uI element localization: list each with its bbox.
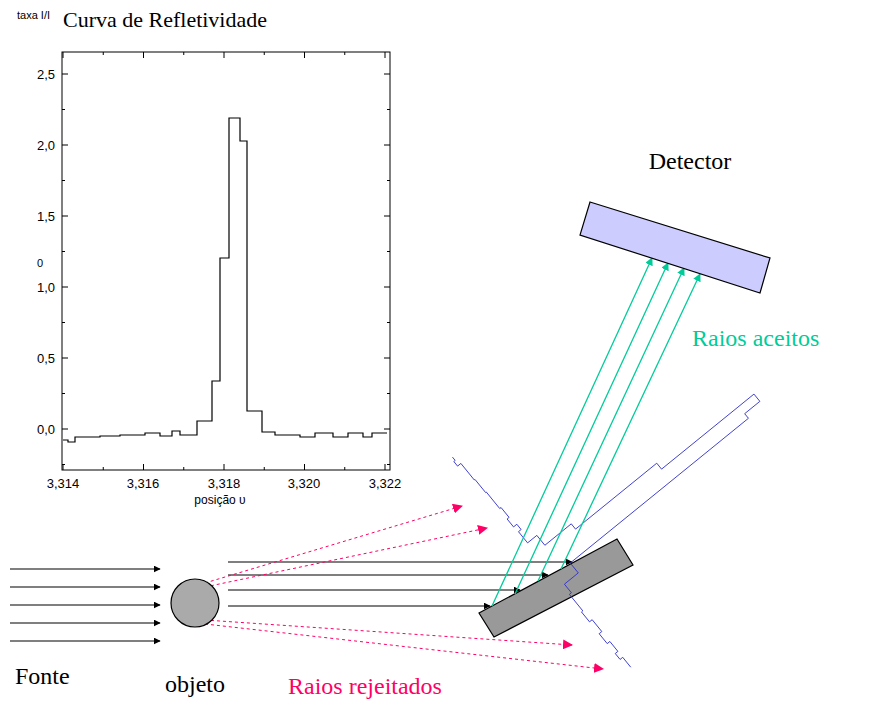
analyzer-crystal [479,539,633,637]
axis-ticks [62,52,390,470]
tick-mark [62,358,68,359]
tick-mark [385,52,386,58]
tick-mark [62,216,68,217]
tick-label: 3,320 [288,477,321,490]
tick-mark [387,464,390,465]
tick-mark [103,467,104,470]
tick-mark [344,52,345,55]
tick-mark [183,467,184,470]
tick-mark [384,216,390,217]
node-text-holder: objeto [165,671,225,697]
tick-mark [143,464,144,470]
tick-mark [264,467,265,470]
tick-mark [384,429,390,430]
tick-label: 2,0 [37,139,55,152]
tick-label: 1,0 [37,281,55,294]
tick-mark [183,52,184,55]
tick-mark [62,145,68,146]
tick-label: 3,322 [369,477,402,490]
tick-mark [387,109,390,110]
tick-mark [385,464,386,470]
accepted-rays [492,258,700,606]
tick-label: 2,5 [37,68,55,81]
axis-subscript: 0 [37,258,43,269]
tick-label: 0,5 [37,352,55,365]
tick-label: 1,5 [37,210,55,223]
reflectivity-curve [63,118,387,442]
node-label: Detector [649,148,732,174]
tick-mark [224,52,225,58]
ray-label: Raios aceitos [692,326,819,350]
tick-mark [143,52,144,58]
detector-panel: Detector [575,140,775,300]
tick-mark [387,251,390,252]
tick-mark [384,287,390,288]
tick-mark [62,287,68,288]
tick-mark [384,358,390,359]
tick-mark [62,251,65,252]
tick-label: 0,0 [37,423,55,436]
tick-label: 3,314 [47,477,80,490]
tick-mark [63,52,64,58]
tick-mark [62,109,65,110]
object-shape [171,579,219,627]
tick-mark [387,393,390,394]
tick-mark [344,467,345,470]
incident-beam [10,569,160,641]
tick-label: 3,318 [208,477,241,490]
tick-mark [384,74,390,75]
tick-mark [304,464,305,470]
tick-mark [62,429,68,430]
tick-mark [384,145,390,146]
tick-mark [264,52,265,55]
tick-mark [304,52,305,58]
tick-mark [224,464,225,470]
tick-mark [62,74,68,75]
tick-mark [387,180,390,181]
ray-label: Raios rejeitados [288,674,442,698]
chart-title: Curva de Refletividade [63,9,267,31]
detector-shape [580,202,770,293]
node-text-holder: Detector [649,148,732,174]
tick-mark [62,393,65,394]
tick-mark [63,464,64,470]
source-label: Fonte [15,664,70,688]
tick-mark [103,52,104,55]
tick-mark [387,322,390,323]
rocking-curve-profile [451,285,839,673]
tick-mark [62,180,65,181]
plot-frame [62,52,390,470]
object-circle: objeto [150,575,245,700]
axis-title: taxa I/I [17,10,50,21]
axis-title: posição υ [194,494,245,506]
tick-label: 3,316 [127,477,160,490]
node-label: objeto [165,671,225,697]
tick-mark [62,322,65,323]
